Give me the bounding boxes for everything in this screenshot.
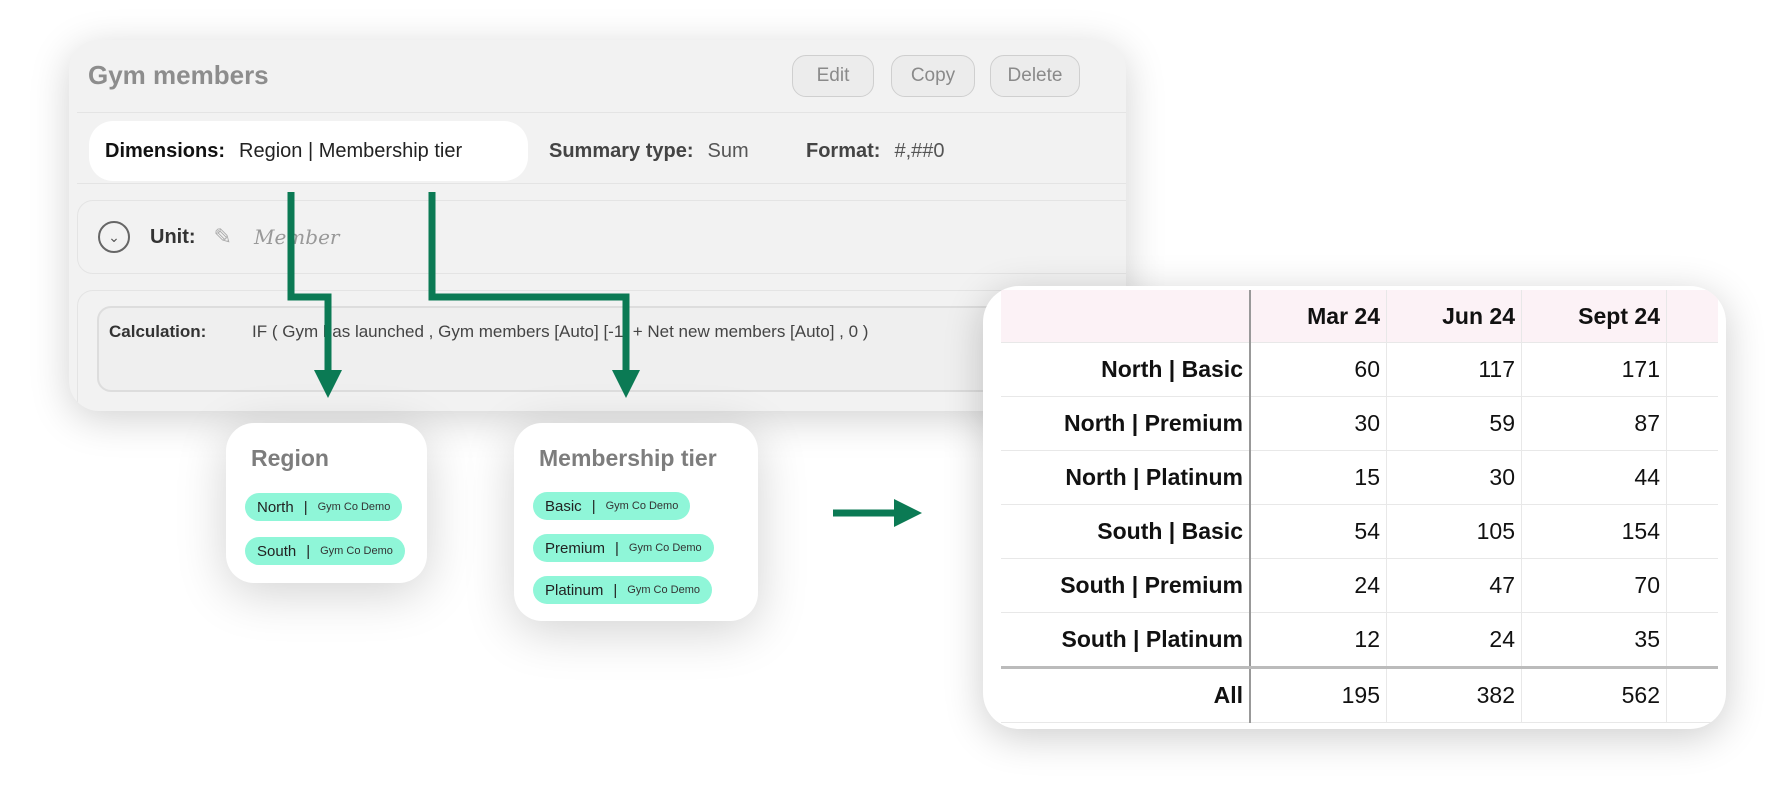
region-arrow-head	[314, 370, 342, 398]
calculation-expression: IF ( Gym has launched , Gym members [Aut…	[252, 322, 869, 341]
tag-name: Basic	[545, 497, 582, 515]
value-cell: 47	[1386, 558, 1522, 613]
tag-name: Premium	[545, 539, 606, 557]
value-cell: 195	[1250, 666, 1387, 723]
edit-button[interactable]: Edit	[792, 55, 874, 97]
value-cell: 60	[1250, 342, 1387, 397]
row-label: North | Platinum	[1001, 450, 1251, 505]
pad-cell	[1666, 504, 1718, 559]
value-cell: 154	[1521, 504, 1667, 559]
tag-org: Gym Co Demo	[628, 542, 702, 554]
metric-card: Gym members Edit Copy Delete Dimensions:…	[69, 40, 1126, 411]
value-cell: 12	[1250, 612, 1387, 668]
column-header: Jun 24	[1386, 290, 1522, 343]
row-label: North | Premium	[1001, 396, 1251, 451]
region-card: Region North|Gym Co Demo South|Gym Co De…	[226, 423, 427, 583]
tag-org: Gym Co Demo	[320, 545, 393, 557]
format-value: #,##0	[894, 139, 945, 162]
value-cell: 105	[1386, 504, 1522, 559]
region-arrow-line	[287, 192, 332, 372]
value-cell: 24	[1386, 612, 1522, 668]
metric-title: Gym members	[88, 60, 269, 90]
value-cell: 30	[1250, 396, 1387, 451]
value-cell: 30	[1386, 450, 1522, 505]
value-cell: 117	[1386, 342, 1522, 397]
value-cell: 171	[1521, 342, 1667, 397]
tag-org: Gym Co Demo	[605, 500, 679, 512]
pencil-icon[interactable]: ✎	[213, 224, 232, 249]
pad-cell	[1666, 558, 1718, 613]
value-cell: 87	[1521, 396, 1667, 451]
row-label: South | Basic	[1001, 504, 1251, 559]
summary-type-field: Summary type: Sum	[549, 121, 749, 181]
format-field: Format: #,##0	[806, 121, 945, 181]
tag-name: North	[257, 498, 294, 516]
value-cell: 562	[1521, 666, 1667, 723]
membership-tier-title: Membership tier	[539, 445, 717, 471]
value-cell: 15	[1250, 450, 1387, 505]
tier-arrow-line	[428, 192, 630, 372]
tier-tag-platinum[interactable]: Platinum|Gym Co Demo	[533, 576, 713, 604]
result-arrow-head	[894, 499, 922, 527]
value-cell: 24	[1250, 558, 1387, 613]
table-header-row: Mar 24 Jun 24 Sept 24	[1001, 290, 1718, 343]
pad-cell	[1666, 396, 1718, 451]
tag-org: Gym Co Demo	[627, 584, 701, 596]
region-tag-south[interactable]: South|Gym Co Demo	[245, 537, 405, 565]
pad-cell	[1666, 450, 1718, 505]
pad-cell	[1666, 666, 1718, 723]
dimensions-value: Region | Membership tier	[239, 139, 463, 162]
unit-row: ⌄ Unit: ✎ Member	[77, 200, 1126, 274]
unit-value[interactable]: Member	[253, 225, 340, 249]
row-label: All	[1001, 666, 1251, 723]
pad-cell	[1666, 290, 1718, 343]
tag-name: South	[257, 542, 297, 560]
chevron-down-icon[interactable]: ⌄	[98, 221, 130, 253]
delete-button[interactable]: Delete	[990, 55, 1080, 97]
value-cell: 54	[1250, 504, 1387, 559]
calculation-label: Calculation:	[109, 322, 207, 341]
value-cell: 59	[1386, 396, 1522, 451]
row-label: South | Premium	[1001, 558, 1251, 613]
value-cell: 70	[1521, 558, 1667, 613]
row-label: South | Platinum	[1001, 612, 1251, 668]
column-header: Mar 24	[1250, 290, 1387, 343]
dimensions-label: Dimensions:	[105, 139, 226, 162]
properties-row: Dimensions: Region | Membership tier Sum…	[77, 112, 1126, 184]
dimensions-field[interactable]: Dimensions: Region | Membership tier	[89, 121, 528, 181]
unit-label: Unit:	[150, 225, 196, 248]
region-tag-north[interactable]: North|Gym Co Demo	[245, 493, 403, 521]
corner-cell	[1001, 290, 1251, 343]
copy-button[interactable]: Copy	[891, 55, 975, 97]
calculation-section	[77, 290, 1126, 411]
summary-type-value: Sum	[707, 139, 749, 162]
row-label: North | Basic	[1001, 342, 1251, 397]
calculation-box[interactable]: Calculation: IF ( Gym has launched , Gym…	[97, 306, 1111, 392]
column-header: Sept 24	[1521, 290, 1667, 343]
tier-arrow-head	[612, 370, 640, 398]
format-label: Format:	[806, 139, 881, 162]
region-title: Region	[251, 445, 329, 471]
summary-type-label: Summary type:	[549, 139, 694, 162]
value-cell: 382	[1386, 666, 1522, 723]
tag-name: Platinum	[545, 581, 604, 599]
tier-tag-premium[interactable]: Premium|Gym Co Demo	[533, 534, 714, 562]
tier-tag-basic[interactable]: Basic|Gym Co Demo	[533, 492, 691, 520]
tag-org: Gym Co Demo	[317, 501, 391, 513]
membership-tier-card: Membership tier Basic|Gym Co Demo Premiu…	[514, 423, 758, 621]
pad-cell	[1666, 342, 1718, 397]
value-cell: 44	[1521, 450, 1667, 505]
